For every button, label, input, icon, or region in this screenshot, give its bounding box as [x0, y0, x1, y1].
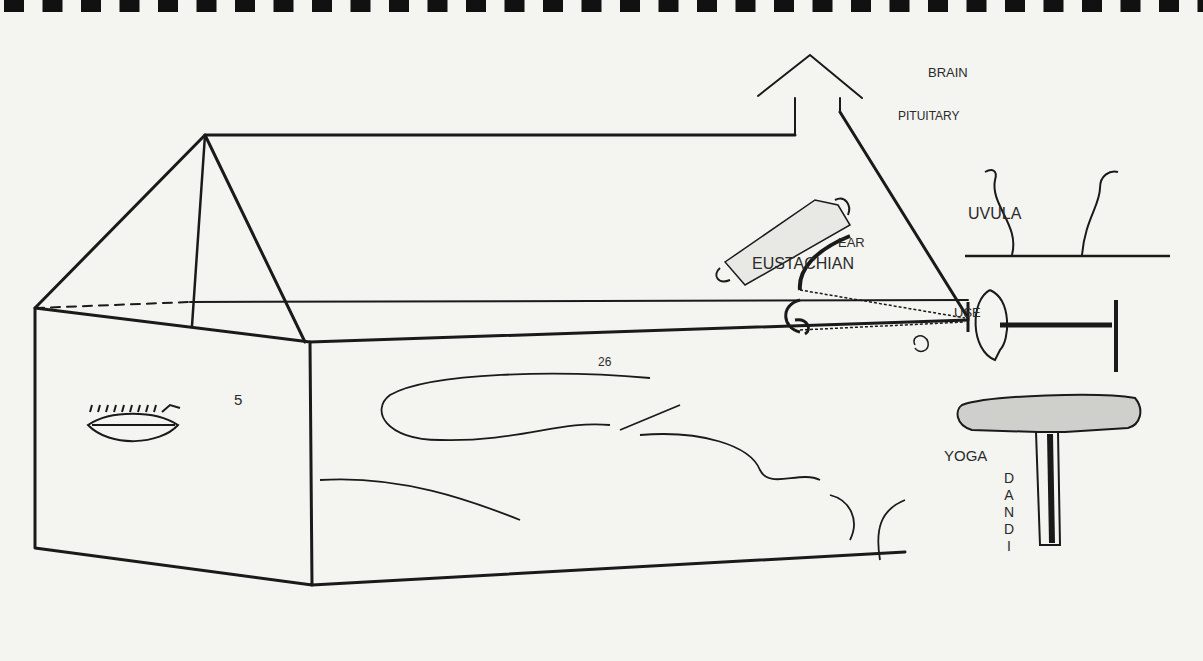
- binding-hole: [697, 0, 717, 12]
- binding-hole: [1198, 0, 1203, 12]
- callout-number: 26: [598, 356, 611, 368]
- binding-hole: [582, 0, 602, 12]
- binding-hole: [197, 0, 217, 12]
- tongue-lower: [320, 479, 905, 560]
- binding-hole: [1121, 0, 1141, 12]
- uvula-label: UVULA: [968, 206, 1021, 222]
- yoga-dandi-sketch: [958, 395, 1141, 545]
- spiral-binding: [4, 0, 1203, 12]
- dandi-label: DANDI: [1002, 470, 1016, 555]
- nostril-stop: [1114, 300, 1118, 372]
- uvula-sketch: [965, 170, 1170, 256]
- binding-hole: [928, 0, 948, 12]
- back-edge: [192, 135, 205, 326]
- binding-hole: [967, 0, 987, 12]
- nostril-bar: [1000, 323, 1112, 328]
- bottom-edge: [312, 552, 905, 585]
- small-mark: [914, 336, 928, 352]
- lips-line: [92, 424, 175, 426]
- cochlea: [786, 300, 809, 334]
- binding-hole: [1044, 0, 1064, 12]
- top-edge: [310, 320, 968, 342]
- binding-hole: [43, 0, 63, 12]
- lip-hair: [90, 405, 180, 412]
- dandi-stem: [1036, 432, 1060, 545]
- binding-hole: [274, 0, 294, 12]
- use-label: USE: [954, 306, 981, 319]
- ear-label: EAR: [838, 236, 865, 249]
- binding-hole: [620, 0, 640, 12]
- uvula-curve: [1082, 172, 1118, 255]
- binding-hole: [736, 0, 756, 12]
- binding-hole: [813, 0, 833, 12]
- arrow-head: [758, 55, 862, 98]
- yoga-label: YOGA: [944, 448, 987, 463]
- binding-hole: [774, 0, 794, 12]
- binding-hole: [81, 0, 101, 12]
- binding-hole: [851, 0, 871, 12]
- callout-number: 5: [234, 392, 242, 407]
- front-face: [35, 308, 312, 585]
- palate-line: [965, 255, 1170, 258]
- binding-hole: [890, 0, 910, 12]
- binding-hole: [312, 0, 332, 12]
- binding-hole: [351, 0, 371, 12]
- front-gable: [35, 135, 305, 342]
- tongue-sketch: [320, 374, 905, 560]
- hidden-edge: [35, 302, 190, 308]
- binding-hole: [4, 0, 24, 12]
- binding-hole: [1005, 0, 1025, 12]
- arrow-stem: [795, 98, 840, 135]
- binding-hole: [120, 0, 140, 12]
- binding-hole: [1082, 0, 1102, 12]
- binding-hole: [505, 0, 525, 12]
- binding-hole: [466, 0, 486, 12]
- ear-tube: [725, 200, 850, 285]
- binding-hole: [158, 0, 178, 12]
- brain-arrow: [758, 55, 862, 135]
- binding-hole: [543, 0, 563, 12]
- pituitary-label: PITUITARY: [898, 110, 960, 122]
- eustachian-label: EUSTACHIAN: [752, 256, 854, 272]
- tongue-upper: [382, 374, 650, 440]
- binding-hole: [1159, 0, 1179, 12]
- ear-drum: [835, 199, 849, 215]
- roof-base: [190, 300, 968, 302]
- dandi-shade: [1050, 434, 1052, 543]
- ear-sketch: [716, 199, 965, 352]
- tongue-middle: [620, 405, 820, 480]
- nostril-sketch: [968, 290, 1116, 372]
- binding-hole: [428, 0, 448, 12]
- binding-hole: [389, 0, 409, 12]
- nasal-hair: [800, 290, 965, 330]
- lips-sketch: [88, 405, 180, 441]
- ear-lobe: [716, 268, 730, 281]
- roof-ridge: [205, 134, 795, 137]
- lips-outline: [88, 414, 178, 441]
- dandi-top: [958, 395, 1141, 432]
- roof-slope: [840, 112, 968, 318]
- house-prism: [35, 112, 968, 585]
- binding-hole: [659, 0, 679, 12]
- brain-label: BRAIN: [928, 66, 968, 79]
- binding-hole: [235, 0, 255, 12]
